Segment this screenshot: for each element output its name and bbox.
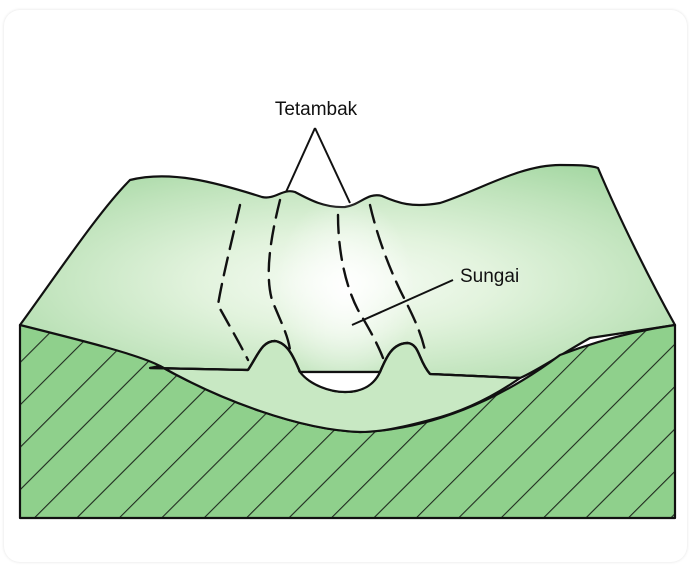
levee-leader-right <box>315 128 350 203</box>
levee-label: Tetambak <box>275 99 358 120</box>
river-label: Sungai <box>460 266 519 287</box>
levee-leader-left <box>286 128 315 192</box>
